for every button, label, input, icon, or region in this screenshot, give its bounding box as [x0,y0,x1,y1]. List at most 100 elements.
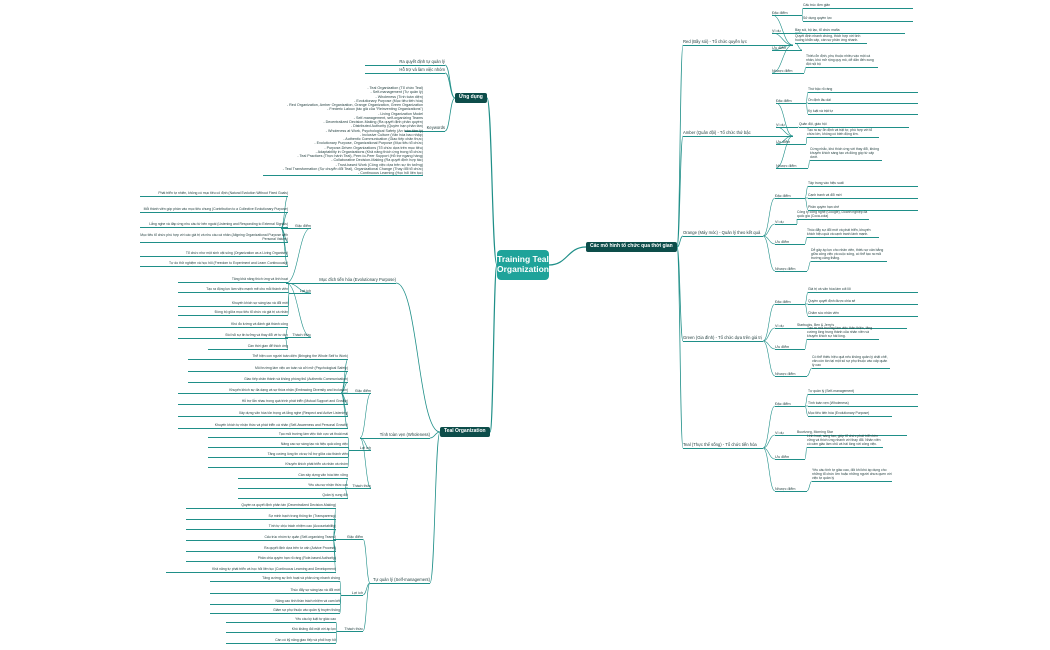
node-uu-diem[interactable]: Ưu điểm [775,240,805,246]
node-to-chuc-nhu-mot-sinh-vat-song-organizati[interactable]: Tổ chức như một sinh vật sống (Organizat… [140,251,288,257]
node-cung-nhac-kho-thich-ung-voi-thay-doi-kho[interactable]: Cứng nhắc, khó thích ứng với thay đổi, k… [810,147,882,161]
node-kho-khang-doi-mat-voi-ap-luc[interactable]: Khó khăng đối mặt với áp lực [226,627,336,633]
node-the-hien-con-nguoi-toan-dien-bringing-th[interactable]: Thể hiện con người toàn diện (Bringing t… [188,354,348,360]
node-dac-diem[interactable]: Đặc điểm [281,224,311,230]
branch-ung-dung[interactable]: Ứng dụng [455,93,487,103]
node-ra-quyet-dinh-tu-quan-ly[interactable]: Ra quyết định tự quản lý [365,59,445,66]
node-quyen-quyet-dinh-duoc-chia-se[interactable]: Quyền quyết định được chia sẻ [808,299,918,305]
node-teal-thuc-the-song-to-chuc-tien-hoa[interactable]: Teal (Thực thể sống) - Tổ chức tiến hóa [683,442,763,449]
node-co-the-thieu-hieu-qua-neu-khong-quan-ly-[interactable]: Có thể thiếu hiệu quả nếu không quản lý … [812,355,890,369]
node-yeu-cau-tinh-tu-giac-cao-doi-khi-kho-ap-[interactable]: Yêu cầu tính tự giác cao, đôi khi khó áp… [812,468,892,482]
node-tao-moi-truong-lam-viec-tich-cuc-va-thoa[interactable]: Tạo môi trường làm việc tích cực và thoả… [208,432,348,438]
node-buurtzorg-morning-star[interactable]: Buurtzorg, Morning Star [797,430,907,436]
node-thach-thuc[interactable]: Thách thức [345,484,371,490]
node-dac-diem[interactable]: Đặc điểm [772,11,802,17]
node-loi-ich[interactable]: Lợi ích [341,591,363,597]
node-ra-quyet-dinh-dua-tren-tu-van-advice-pro[interactable]: Ra quyết định dựa trên tư vấn (Advice Pr… [186,546,336,552]
node-dac-diem[interactable]: Đặc điểm [775,402,805,408]
branch-cac-mo-hinh-to-chuc-qua-thoi-gian[interactable]: Các mô hình tổ chức qua thời gian [586,242,677,252]
node-canh-tranh-va-doi-moi[interactable]: Cạnh tranh và đổi mới [808,193,918,199]
node-tao-ra-dong-luc-lam-viec-manh-me-cho-moi[interactable]: Tạo ra động lực làm việc mạnh mẽ cho mỗi… [178,287,288,293]
node-doi-hoi-su-tin-tuong-va-thay-doi-ve-tu-d[interactable]: Đòi hỏi sự tin tưởng và thay đổi về tư d… [178,333,288,339]
node-vi-du[interactable]: Ví dụ [776,123,798,129]
node-xay-dung-van-hoa-ton-trong-va-lang-nghe-[interactable]: Xây dựng văn hóa tôn trọng và lắng nghe … [178,411,348,417]
node-ho-tro-lan-nhau-trong-qua-trinh-phat-tri[interactable]: Hỗ trợ lẫn nhau trong quá trình phát tri… [178,399,348,405]
node-nhuoc-diem[interactable]: Nhược điểm [775,487,807,493]
node-moi-truong-lam-viec-an-toan-va-coi-mo-ps[interactable]: Môi trường làm việc an toàn và cởi mở (P… [188,366,348,372]
node-nhuoc-diem[interactable]: Nhược điểm [775,267,807,273]
node-keywords[interactable]: Keywords [405,125,445,132]
node-quyen-ra-quyet-dinh-phan-tan-decentraliz[interactable]: Quyền ra quyết định phân tán (Decentrali… [186,503,336,509]
node-tinh-toan-ven-wholeness[interactable]: Tính toàn vẹn (Wholeness) [808,401,918,407]
node-linh-hoat-sang-tao-giup-to-chuc-phat-tri[interactable]: Linh hoạt, sáng tạo, giúp tổ chức phát t… [807,434,883,448]
node-dac-diem[interactable]: Đặc điểm [333,535,363,541]
node-kha-nang-tu-phat-trien-va-hoc-hoi-lien-t[interactable]: Khả năng tự phát triển và học hỏi liên t… [166,567,336,573]
node-thuc-day-su-sang-tao-va-doi-moi[interactable]: Thúc đẩy sự sáng tạo và đổi mới [210,588,340,594]
node-thach-thuc[interactable]: Thách thức [337,627,363,633]
node-tang-cuong-long-tin-va-su-ho-tro-giua-ca[interactable]: Tăng cường lòng tin và sự hỗ trợ giữa cá… [208,452,348,458]
node-giam-su-phu-thuoc-vao-quan-ly-truyen-tho[interactable]: Giảm sự phụ thuộc vào quản lý truyền thố… [210,608,340,614]
node-cham-soc-nhan-vien[interactable]: Chăm sóc nhân viên [808,311,918,317]
node-muc-tieu-tien-hoa-evolutionary-purpose[interactable]: Mục tiêu tiến hóa (Evolutionary Purpose) [808,411,892,417]
node-thieu-on-dinh-phu-thuoc-nhieu-vao-mot-ca[interactable]: Thiếu ổn định, phụ thuộc nhiều vào một c… [806,54,878,68]
node-tao-ra-moi-truong-lam-viec-than-thien-ta[interactable]: Tạo ra môi trường làm việc thân thiện, t… [807,326,879,340]
node-vi-du[interactable]: Ví dụ [775,220,797,226]
node-amber-quan-doi-to-chuc-thu-bac[interactable]: Amber (Quân đội) - Tổ chức thứ bậc [683,130,793,137]
node-tinh-tu-chiu-trach-nhiem-cao-accountabil[interactable]: Tính tự chịu trách nhiệm cao (Accountabi… [186,524,336,530]
branch-teal-organization[interactable]: Teal Organization [440,427,490,437]
node-nhuoc-diem[interactable]: Nhược điểm [776,164,808,170]
node-dac-diem[interactable]: Đặc điểm [775,300,805,306]
node-yeu-cau-su-nhan-thuc-cao[interactable]: Yêu cầu sự nhận thức cao [238,483,348,489]
node-vi-du[interactable]: Ví dụ [772,29,802,35]
node-dac-diem[interactable]: Đặc điểm [341,389,371,395]
node-quan-ly-xung-dot[interactable]: Quản lý xung đột [238,493,348,499]
node-tu-do-thu-nghiem-va-hoc-hoi-freedom-to-e[interactable]: Tự do thử nghiệm và học hỏi (Freedom to … [140,261,288,267]
node-muc-tieu-to-chuc-phu-hop-voi-cac-gia-tri[interactable]: Mục tiêu tổ chức phù hợp với các giá trị… [140,233,288,243]
node-khuyen-khich-tu-nhan-thuc-va-phat-trien-[interactable]: Khuyến khích tự nhận thức và phát triển … [178,423,348,429]
node-green-gia-dinh-to-chuc-dua-tren-gia-tri[interactable]: Green (Gia đình) - Tổ chức dựa trên giá … [683,335,763,342]
node-nang-cao-su-sang-tao-va-hieu-qua-cong-vi[interactable]: Nâng cao sự sáng tạo và hiệu quả công vi… [208,442,348,448]
node-khuyen-khich-su-sang-tao-va-doi-moi[interactable]: Khuyến khích sự sáng tạo và đổi mới [178,301,288,307]
node-tu-quan-ly-self-management[interactable]: Tự quản lý (Self-management) [808,389,918,395]
node-orange-may-moc-quan-ly-theo-ket-qua[interactable]: Orange (Máy móc) - Quản lý theo kết quả [683,230,763,237]
node-can-xay-dung-van-hoa-ben-vung[interactable]: Cần xây dựng văn hóa bền vững [238,473,348,479]
node-phan-chia-quyen-han-ro-rang-role-based-a[interactable]: Phân chia quyền hạn rõ ràng (Role-based … [186,556,336,562]
node-teal-organization-to-chuc-teal-self-mana[interactable]: - Teal Organization (Tổ chức Teal) - Sel… [263,86,423,177]
node-muc-dich-tien-hoa-evolutionary-purpose[interactable]: Mục đích tiến hóa (Evolutionary Purpose) [286,277,396,284]
node-cau-truc-don-gian[interactable]: Cấu trúc đơn giản [803,3,913,9]
node-nang-cao-tinh-than-trach-nhiem-va-cam-ke[interactable]: Nâng cao tinh thần trách nhiệm và cam kế… [210,599,340,605]
node-phan-quyen-han-che[interactable]: Phân quyền hạn chế [808,205,918,211]
node-cau-truc-nhom-tu-quan-self-organizing-te[interactable]: Cấu trúc nhóm tự quản (Self-organizing T… [186,535,336,541]
node-phat-trien-tu-nhien-khong-co-muc-tieu-co[interactable]: Phát triển tự nhiên, không có mục tiêu c… [140,191,288,197]
node-tao-ra-su-on-dinh-va-trat-tu-phu-hop-voi[interactable]: Tạo ra sự ổn định và trật tự, phù hợp vớ… [807,128,879,138]
node-ky-luat-va-trat-tu[interactable]: Kỷ luật và trật tự [808,109,918,115]
node-tu-quan-ly-self-management[interactable]: Tự quản lý (Self-management) [370,577,430,584]
node-lang-nghe-va-dap-ung-nhu-cau-tu-ben-ngoa[interactable]: Lắng nghe và đáp ứng nhu cầu từ bên ngoà… [140,222,288,228]
node-nhuoc-diem[interactable]: Nhược điểm [772,69,804,75]
node-vi-du[interactable]: Ví dụ [775,431,797,437]
node-vi-du[interactable]: Ví dụ [775,324,797,330]
node-uu-diem[interactable]: Ưu điểm [776,140,806,146]
node-dac-diem[interactable]: Đặc điểm [776,99,806,105]
node-de-gay-ap-luc-cho-nhan-vien-thieu-su-can[interactable]: Dễ gây áp lực cho nhân viên, thiếu sự câ… [811,248,887,262]
node-can-thoi-gian-de-thich-ung[interactable]: Cần thời gian để thích ứng [208,344,288,350]
node-uu-diem[interactable]: Ưu điểm [772,46,802,52]
node-tang-cuong-su-linh-hoat-va-phan-ung-nhan[interactable]: Tăng cường sự linh hoạt và phản ứng nhan… [210,576,340,582]
node-dong-bo-giua-muc-tieu-to-chuc-va-gia-tri[interactable]: Đồng bộ giữa mục tiêu tổ chức và giá trị… [178,310,288,316]
node-khuyen-khich-su-da-dang-va-su-thua-nhan-[interactable]: Khuyến khích sự đa dạng và sự thừa nhận … [178,388,348,394]
node-loi-ich[interactable]: Lợi ích [349,446,371,452]
node-su-dung-quyen-luc[interactable]: Sử dụng quyền lực [803,16,913,22]
node-dac-diem[interactable]: Đặc điểm [775,194,805,200]
node-thach-thuc[interactable]: Thách thức [285,333,311,339]
node-moi-thanh-vien-gop-phan-vao-muc-tieu-chu[interactable]: Mỗi thành viên góp phần vào mục tiêu chu… [140,207,288,213]
node-tinh-toan-ven-wholeness[interactable]: Tính toàn vẹn (Wholeness) [360,432,430,439]
node-quan-doi-giao-hoi[interactable]: Quân đội, giáo hội [799,122,909,128]
node-uu-diem[interactable]: Ưu điểm [775,455,805,461]
node-tap-trung-vao-hieu-suat[interactable]: Tập trung vào hiệu suất [808,181,918,187]
node-loi-ich[interactable]: Lợi ích [289,289,311,295]
node-yeu-cau-ky-luat-tu-giac-cao[interactable]: Yêu cầu kỷ luật tự giác cao [226,617,336,623]
node-ho-tro-va-lam-viec-nhom[interactable]: Hỗ trợ và làm việc nhóm [365,67,445,74]
node-su-minh-bach-trong-thong-tin-transparenc[interactable]: Sự minh bạch trong thông tin (Transparen… [186,514,336,520]
node-can-co-ky-nang-giao-tiep-va-phoi-hop-tot[interactable]: Cần có kỹ năng giao tiếp và phối hợp tốt [226,638,336,644]
node-kho-do-luong-va-danh-gia-thanh-cong[interactable]: Khó đo lường và đánh giá thành công [178,322,288,328]
